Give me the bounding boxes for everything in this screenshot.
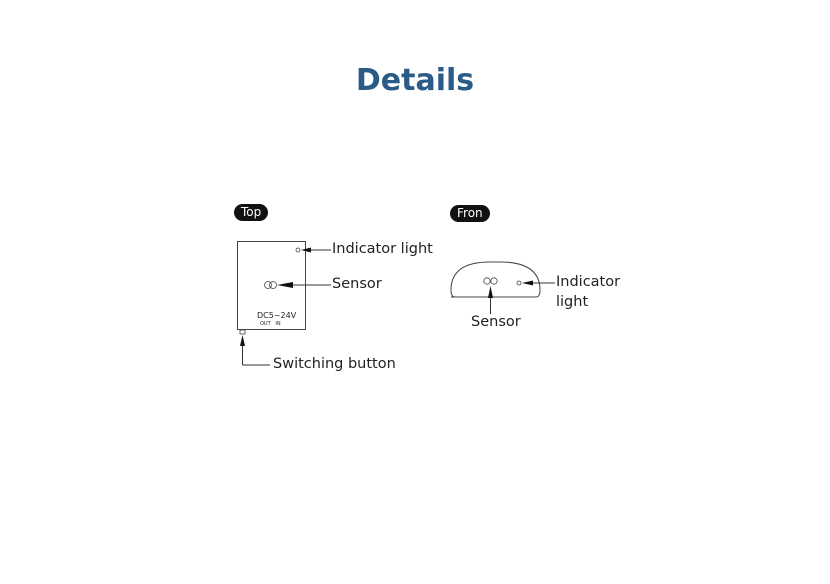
page-title: Details bbox=[355, 63, 475, 98]
front-view-tag: Fron bbox=[450, 205, 490, 222]
top-device-voltage: DC5~24V bbox=[257, 311, 297, 320]
top-sensor-glyph bbox=[264, 281, 272, 289]
switch-button-glyph bbox=[239, 329, 246, 335]
top-device-ports: OUT IN bbox=[260, 321, 281, 327]
front-sensor-glyph bbox=[483, 277, 491, 285]
top-view-tag: Top bbox=[234, 204, 269, 221]
front-indicator-label-line2: light bbox=[556, 294, 589, 310]
front-indicator-label-line1: Indicator bbox=[556, 274, 621, 290]
front-indicator-dot bbox=[516, 280, 522, 286]
front-sensor-label: Sensor bbox=[471, 314, 521, 330]
switch-button-label: Switching button bbox=[273, 356, 396, 372]
front-device-body bbox=[450, 261, 541, 298]
top-indicator-label: Indicator light bbox=[332, 241, 433, 257]
top-indicator-dot bbox=[295, 247, 301, 253]
top-sensor-label: Sensor bbox=[332, 276, 382, 292]
